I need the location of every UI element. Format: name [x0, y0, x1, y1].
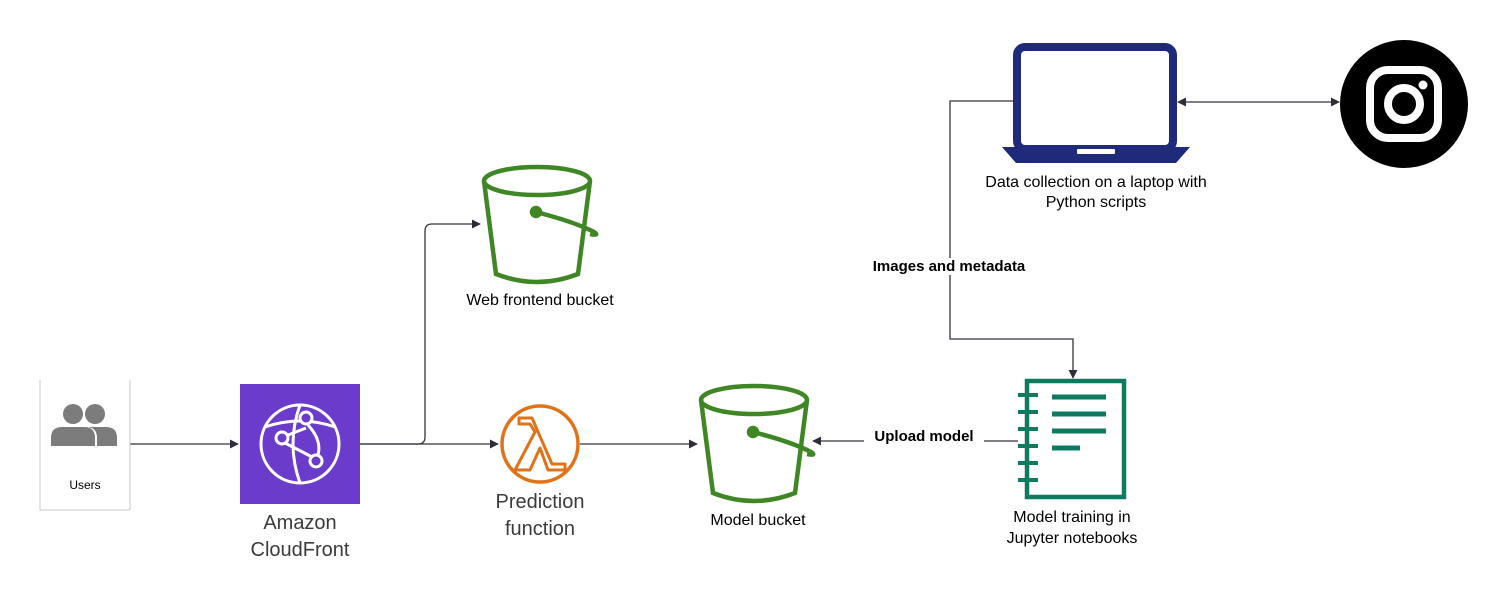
model-bucket-label: Model bucket: [710, 512, 806, 529]
laptop-label-line1: Data collection on a laptop with: [985, 174, 1207, 191]
notebook-label-line1: Model training in: [1013, 509, 1131, 526]
web-bucket-icon: [481, 164, 599, 285]
edge-laptop-notebook: [949, 100, 1078, 379]
notebook-label-line2: Jupyter notebooks: [1006, 530, 1138, 547]
cloudfront-label-line1: Amazon: [263, 512, 337, 534]
notebook-icon: [1018, 378, 1127, 500]
users-icon: [51, 404, 117, 446]
model-bucket-icon: [698, 383, 816, 504]
cloudfront-icon: [240, 384, 360, 504]
edge-label-images-metadata: Images and metadata: [856, 258, 1042, 275]
prediction-label-line1: Prediction: [495, 491, 585, 513]
laptop-label-line2: Python scripts: [1045, 194, 1147, 211]
users-label: Users: [69, 478, 101, 492]
instagram-icon: [1340, 40, 1468, 168]
laptop-icon: [1002, 43, 1190, 163]
web-bucket-label: Web frontend bucket: [466, 292, 614, 309]
edge-label-upload-model: Upload model: [864, 428, 984, 445]
cloudfront-label-line2: CloudFront: [250, 539, 350, 561]
prediction-label-line2: function: [504, 518, 576, 540]
lambda-icon: [500, 404, 580, 484]
users-node: [39, 380, 131, 511]
edge-cloudfront-web-bucket: [360, 219, 481, 445]
